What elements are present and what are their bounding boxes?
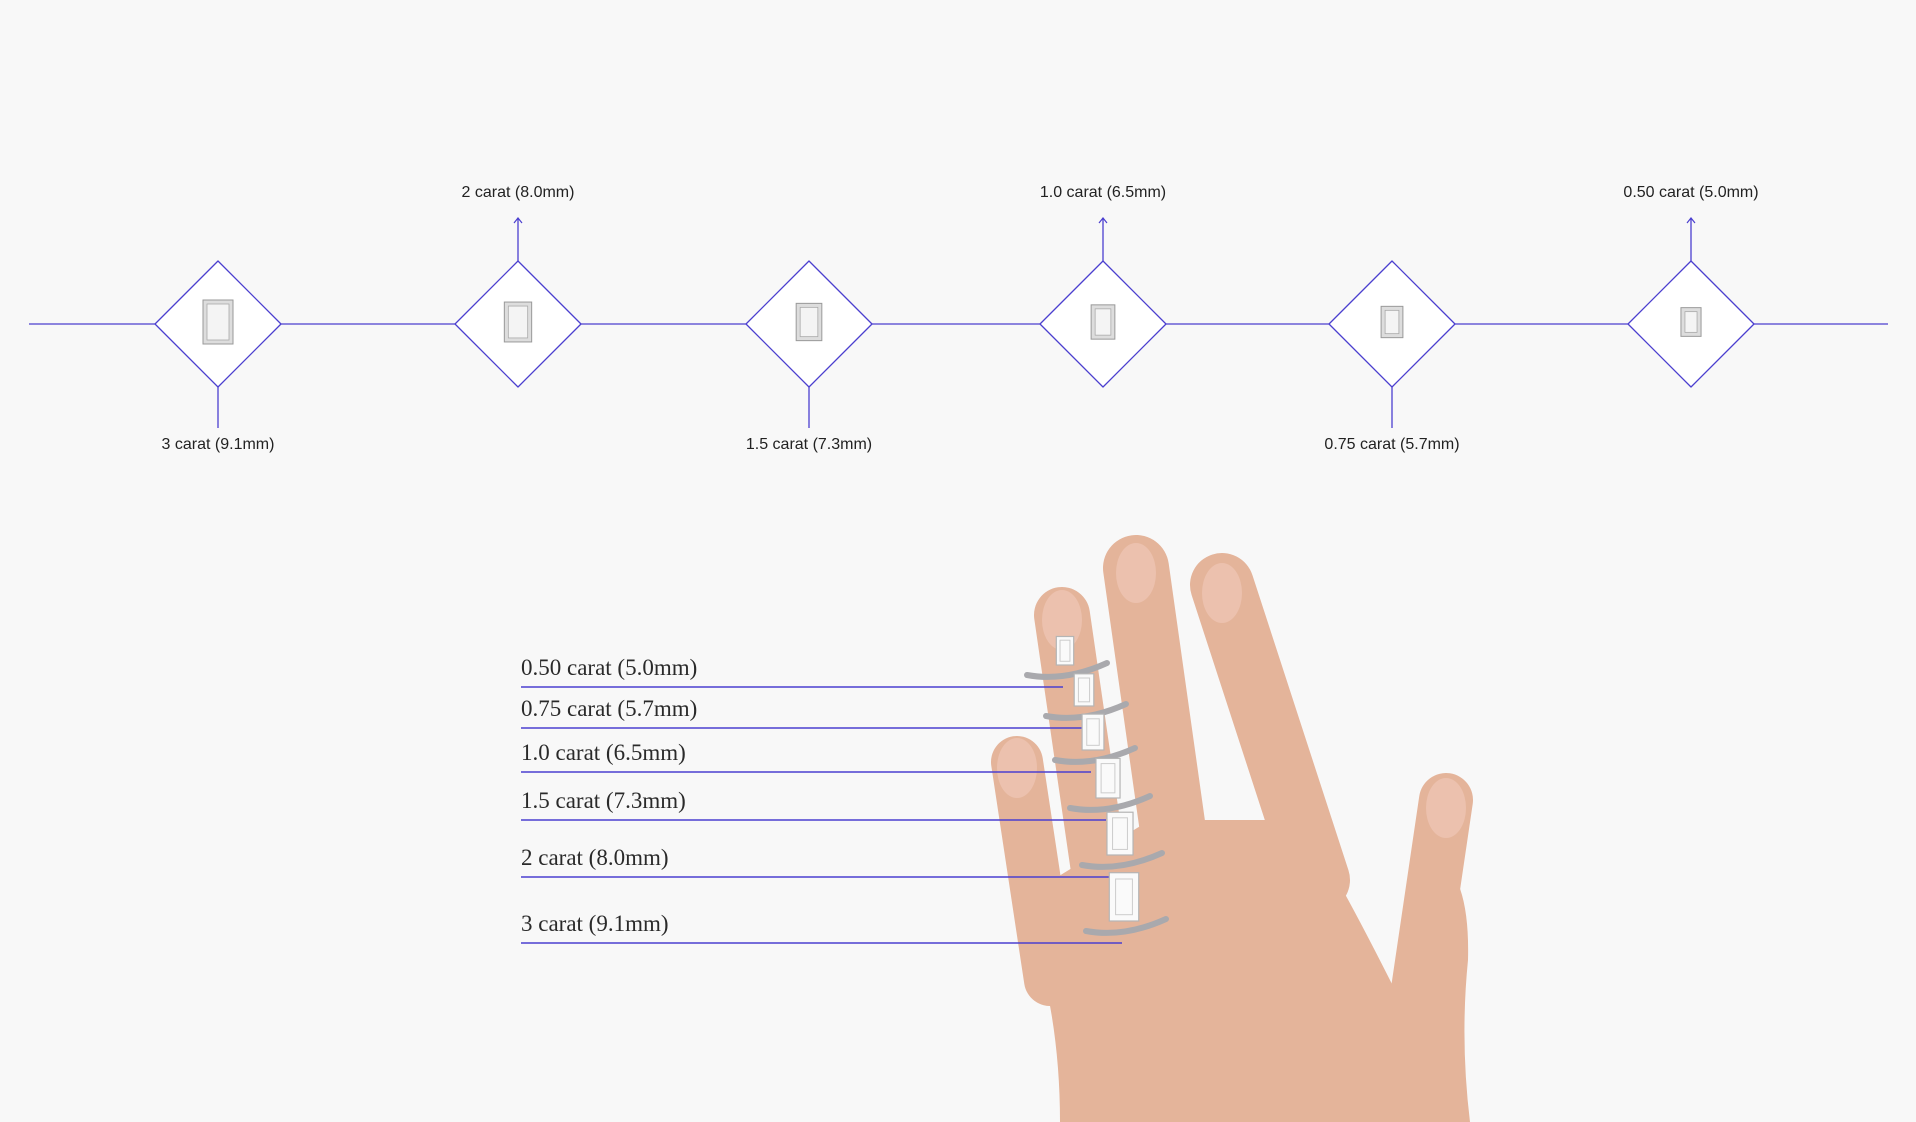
arrow-up-icon [1098,217,1108,224]
ring-stone-facet [1086,718,1100,746]
hand-size-label: 2 carat (8.0mm) [521,845,669,870]
emerald-diamond-facet [1384,309,1400,335]
timeline-label: 0.75 carat (5.7mm) [1324,436,1460,453]
emerald-diamond-facet [1094,308,1112,336]
emerald-diamond-facet [799,306,819,338]
fingernail [997,738,1037,798]
emerald-diamond-facet [206,303,230,341]
ring-stone [1095,757,1121,799]
ring-stone-facet [1059,639,1071,662]
hand-size-label: 0.75 carat (5.7mm) [521,696,698,721]
ring-stone-facet [1100,763,1116,794]
ring-band [1079,850,1165,870]
fingernail [1042,590,1082,650]
timeline-label: 1.0 carat (6.5mm) [1039,184,1167,201]
ring-stone [1055,635,1075,666]
emerald-diamond-facet [507,305,529,339]
ring-stone [1073,673,1095,707]
fingernail [1426,778,1466,838]
ring-band [1067,793,1153,813]
ring-band [1052,745,1138,765]
emerald-diamond-facet [1684,311,1698,333]
hand-size-label: 1.5 carat (7.3mm) [521,788,686,813]
arrow-up-icon [1686,217,1696,224]
hand-size-label: 1.0 carat (6.5mm) [521,740,686,765]
hand-size-label: 0.50 carat (5.0mm) [521,655,698,680]
ring-stone-facet [1115,878,1133,916]
timeline-label: 2 carat (8.0mm) [461,184,575,201]
index-finger [1190,553,1350,912]
hand-size-label: 3 carat (9.1mm) [521,911,669,936]
ring-band [1024,660,1110,680]
ring-stone-facet [1077,677,1091,703]
ring-band [1083,916,1169,936]
middle-finger [1103,535,1213,913]
arrow-up-icon [513,217,523,224]
timeline-label: 0.50 carat (5.0mm) [1623,184,1759,201]
fingernail [1202,563,1242,623]
ring-stone [1081,713,1105,751]
timeline-label: 1.5 carat (7.3mm) [745,436,873,453]
ring-stone [1108,872,1140,922]
ring-stone-facet [1112,817,1128,850]
timeline-label: 3 carat (9.1mm) [161,436,275,453]
fingernail [1116,543,1156,603]
ring-stone [1106,811,1134,856]
